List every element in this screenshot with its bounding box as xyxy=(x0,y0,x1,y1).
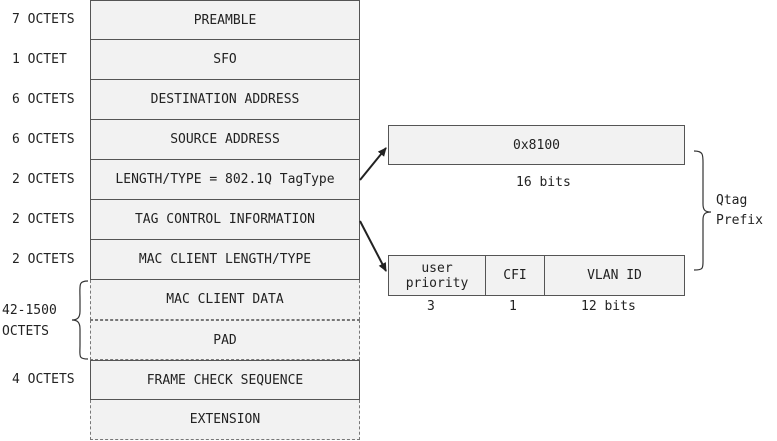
arrow-to-tci xyxy=(359,220,387,272)
field-pad: PAD xyxy=(90,320,360,360)
field-destination-address: DESTINATION ADDRESS xyxy=(90,80,360,120)
tci-vlan-id-cell: VLAN ID xyxy=(544,256,684,295)
size-label-sfo: 1 OCTET xyxy=(12,52,67,67)
field-label: SOURCE ADDRESS xyxy=(170,132,280,147)
field-source-address: SOURCE ADDRESS xyxy=(90,120,360,160)
field-label: SFO xyxy=(213,52,237,67)
field-tag-control-information: TAG CONTROL INFORMATION xyxy=(90,200,360,240)
tagtype-value: 0x8100 xyxy=(513,137,560,153)
tci-cfi-cell: CFI xyxy=(485,256,544,295)
field-frame-check-sequence: FRAME CHECK SEQUENCE xyxy=(90,360,360,400)
size-label-client-length: 2 OCTETS xyxy=(12,252,75,267)
arrow-to-tagtype xyxy=(359,147,387,181)
size-label-fcs: 4 OCTETS xyxy=(12,372,75,387)
field-label: MAC CLIENT LENGTH/TYPE xyxy=(138,252,312,267)
size-label-tci: 2 OCTETS xyxy=(12,212,75,227)
field-extension: EXTENSION xyxy=(90,400,360,440)
tci-cfi-label: CFI xyxy=(503,268,527,283)
size-label-source: 6 OCTETS xyxy=(12,132,75,147)
field-label: LENGTH/TYPE = 802.1Q TagType xyxy=(115,172,335,187)
tci-vlan-id-label: VLAN ID xyxy=(587,268,642,283)
field-mac-client-data: MAC CLIENT DATA xyxy=(90,280,360,320)
size-label-variable-line2: OCTETS xyxy=(2,324,49,339)
field-sfo: SFO xyxy=(90,40,360,80)
field-label: MAC CLIENT DATA xyxy=(166,292,284,307)
qtag-prefix-line1: Qtag xyxy=(716,193,748,208)
tci-vlan-id-bits: 12 bits xyxy=(581,299,636,314)
tci-cfi-bits: 1 xyxy=(509,299,517,314)
size-label-variable-line1: 42-1500 xyxy=(2,303,57,318)
field-label: FRAME CHECK SEQUENCE xyxy=(146,372,304,388)
tagtype-value-box: 0x8100 xyxy=(388,125,685,165)
field-label: EXTENSION xyxy=(189,412,261,427)
field-length-type-tagtype: LENGTH/TYPE = 802.1Q TagType xyxy=(90,160,360,200)
tci-box: user priority CFI VLAN ID xyxy=(388,255,685,296)
brace-qtag-prefix xyxy=(693,150,712,271)
field-label: DESTINATION ADDRESS xyxy=(150,92,300,107)
size-label-preamble: 7 OCTETS xyxy=(12,12,75,27)
size-label-tagtype: 2 OCTETS xyxy=(12,172,75,187)
brace-variable-size xyxy=(71,280,89,360)
tci-user-priority-bits: 3 xyxy=(427,299,435,314)
field-preamble: PREAMBLE xyxy=(90,0,360,40)
qtag-prefix-line2: Prefix xyxy=(716,213,763,228)
field-label: PAD xyxy=(213,332,237,348)
size-label-destination: 6 OCTETS xyxy=(12,92,75,107)
field-label: TAG CONTROL INFORMATION xyxy=(134,212,315,227)
tci-user-priority-cell: user priority xyxy=(389,256,485,295)
field-label: PREAMBLE xyxy=(193,12,257,28)
field-mac-client-length-type: MAC CLIENT LENGTH/TYPE xyxy=(90,240,360,280)
tci-user-priority-label: user priority xyxy=(405,260,469,291)
tagtype-bits-label: 16 bits xyxy=(516,175,571,190)
